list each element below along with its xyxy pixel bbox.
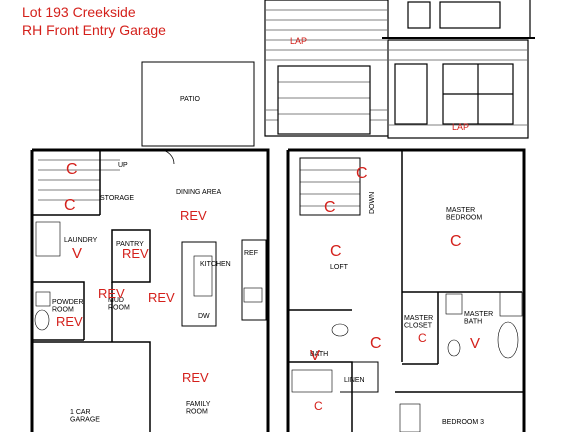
markup-rev: REV: [182, 370, 209, 385]
markup-rev: REV: [148, 290, 175, 305]
markup-rev: REV: [98, 286, 125, 301]
second-floor-plan: [286, 148, 526, 432]
elevation-label-lap-1: LAP: [290, 36, 307, 46]
markup-c: C: [314, 399, 323, 413]
markup-c: C: [356, 165, 368, 182]
first-floor-plan: [30, 61, 270, 432]
label-dining-area: DINING AREA: [176, 189, 221, 196]
label-up: UP: [118, 162, 128, 169]
markup-c: C: [330, 243, 342, 260]
label-linen: LINEN: [344, 377, 365, 384]
markup-c: C: [418, 331, 427, 345]
label-dw: DW: [198, 313, 210, 320]
markup-v: V: [72, 245, 82, 262]
markup-c: C: [450, 233, 462, 250]
label-patio: PATIO: [180, 96, 201, 103]
markup-rev: REV: [56, 314, 83, 329]
markup-c: C: [324, 199, 336, 216]
markup-c: C: [64, 197, 76, 214]
label-kitchen: KITCHEN: [200, 261, 231, 268]
garage-subtitle: RH Front Entry Garage: [22, 22, 166, 38]
markup-rev: REV: [122, 246, 149, 261]
label-down: DOWN: [369, 192, 376, 214]
markup-c: C: [370, 335, 382, 352]
front-elevation: [264, 0, 535, 139]
markup-v: V: [310, 347, 320, 364]
markup-v: V: [470, 335, 480, 352]
label-bath: BATH: [310, 351, 328, 358]
label-storage: STORAGE: [100, 195, 134, 202]
label-ref: REF: [244, 250, 258, 257]
label-bedroom-3: BEDROOM 3: [442, 419, 484, 426]
label-laundry: LAUNDRY: [64, 237, 98, 244]
label-loft: LOFT: [330, 264, 349, 271]
markup-c: C: [66, 161, 78, 178]
elevation-label-lap-2: LAP: [452, 122, 469, 132]
label-pantry: PANTRY: [116, 241, 144, 248]
markup-rev: REV: [180, 208, 207, 223]
lot-title: Lot 193 Creekside: [22, 4, 136, 20]
review-markups: C C REV V REV REV REV REV REV C C C C C …: [56, 161, 480, 413]
